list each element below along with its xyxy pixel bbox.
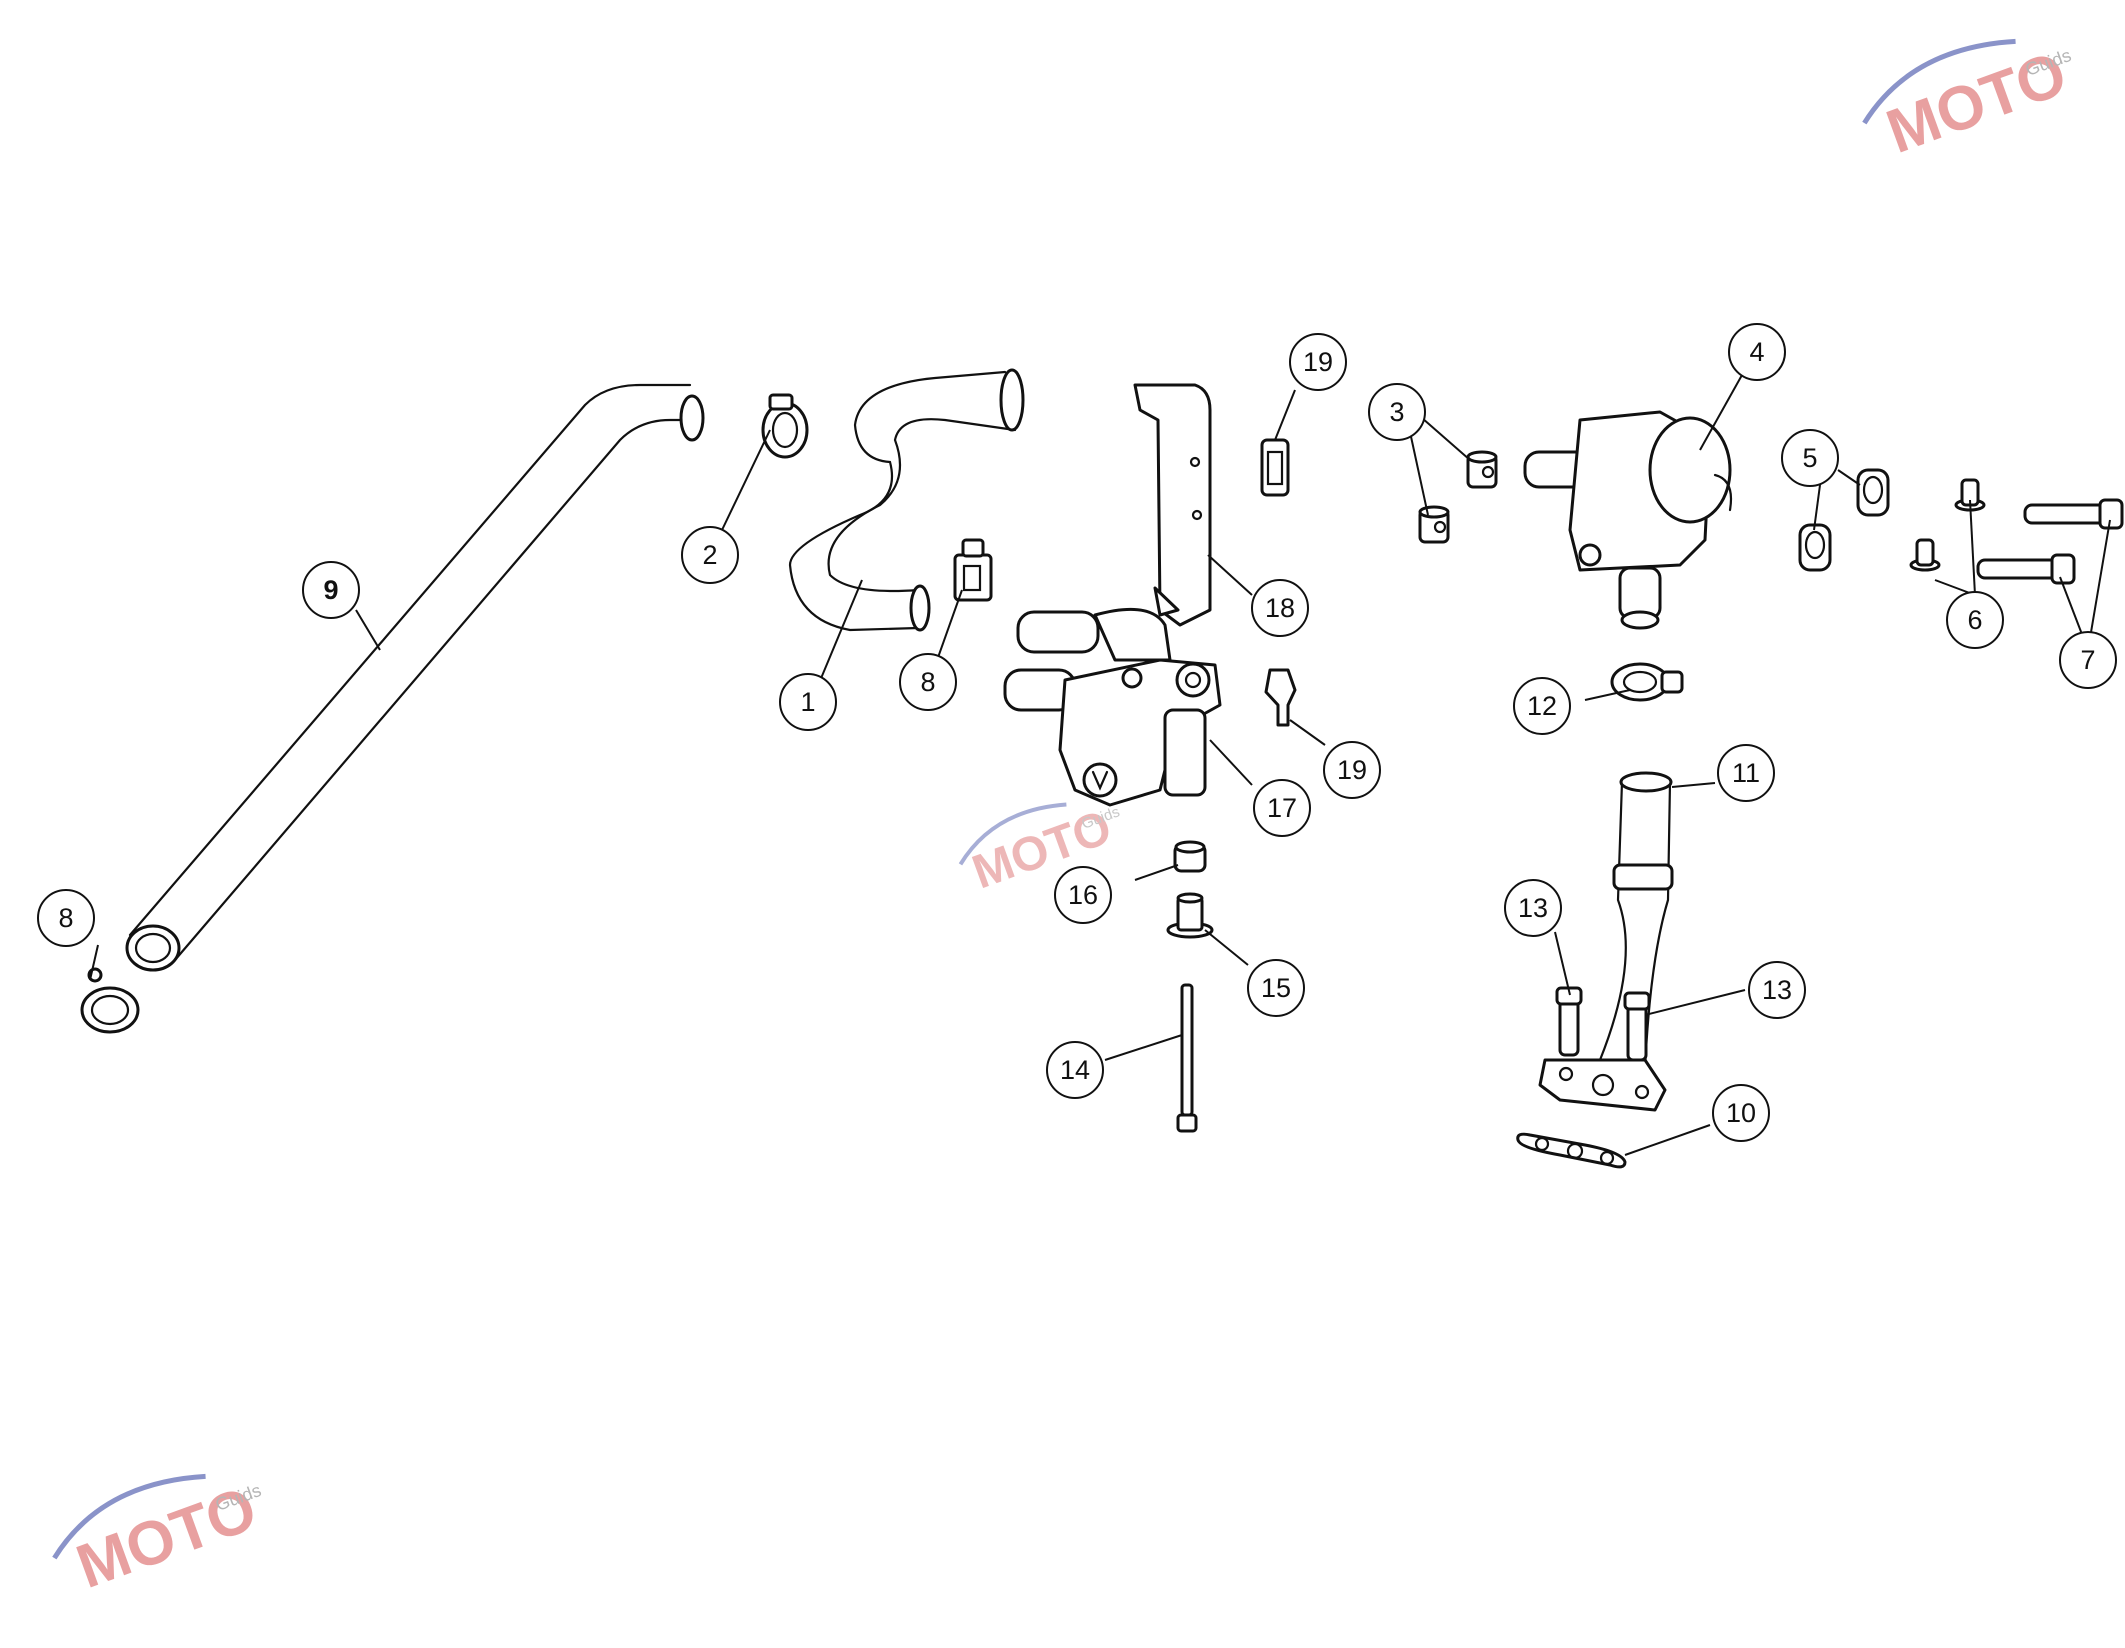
callout-18: 18: [1251, 579, 1309, 637]
part-6-nut-lower: [1909, 538, 1941, 572]
part-8-clip-upper: [953, 538, 993, 602]
callout-4: 4: [1728, 323, 1786, 381]
part-7-bolt-upper: [2023, 498, 2124, 530]
callout-9: 9: [302, 561, 360, 619]
part-13-bolt-left: [1555, 986, 1583, 1057]
part-15-bushing: [1166, 892, 1214, 939]
part-16-grommet: [1173, 840, 1207, 873]
svg-text:8: 8: [58, 903, 73, 933]
svg-text:11: 11: [1732, 758, 1760, 788]
svg-text:17: 17: [1267, 793, 1297, 823]
part-19-clip-upper: [1260, 438, 1290, 497]
svg-text:6: 6: [1967, 605, 1982, 635]
part-1-s-hose: [788, 368, 1025, 632]
part-2-hose-clamp: [761, 393, 809, 459]
callout-11: 11: [1717, 744, 1775, 802]
leader-lines: [89, 374, 2111, 1156]
callout-6: 6: [1946, 591, 2004, 649]
callout-13-left: 13: [1504, 879, 1562, 937]
part-9-long-hose: [125, 383, 705, 972]
callout-17: 17: [1253, 779, 1311, 837]
svg-text:12: 12: [1527, 691, 1557, 721]
svg-text:13: 13: [1518, 893, 1548, 923]
svg-text:19: 19: [1303, 347, 1333, 377]
part-18-bracket: [1133, 383, 1212, 627]
svg-text:16: 16: [1068, 880, 1098, 910]
part-11-coolant-pipe: [1538, 771, 1674, 1112]
part-3-nut-lower: [1418, 505, 1450, 544]
part-10-gasket: [1516, 1132, 1627, 1169]
part-3-nut-upper: [1466, 450, 1498, 489]
part-19-clip-lower: [1264, 668, 1297, 727]
part-14-long-bolt: [1176, 983, 1198, 1133]
svg-text:7: 7: [2080, 645, 2095, 675]
callout-1: 1: [779, 673, 837, 731]
callout-12: 12: [1513, 677, 1571, 735]
svg-text:9: 9: [323, 575, 338, 605]
svg-text:19: 19: [1337, 755, 1367, 785]
watermark-logo-top-right: MOTO Guids: [1862, 39, 2075, 167]
part-7-bolt-lower: [1976, 553, 2076, 585]
watermark-logo-bottom-left: MOTO Guids: [52, 1474, 265, 1602]
callout-8-upper: 8: [899, 653, 957, 711]
callout-19-lower: 19: [1323, 741, 1381, 799]
part-5-rubber-mount-lower: [1798, 523, 1832, 572]
svg-text:13: 13: [1762, 975, 1792, 1005]
svg-text:3: 3: [1389, 397, 1404, 427]
callout-5: 5: [1781, 429, 1839, 487]
svg-text:10: 10: [1726, 1098, 1756, 1128]
part-17-heater-valve: [1003, 607, 1222, 807]
callout-14: 14: [1046, 1041, 1104, 1099]
svg-text:8: 8: [920, 667, 935, 697]
svg-text:1: 1: [800, 687, 815, 717]
callout-16: 16: [1054, 866, 1112, 924]
callout-2: 2: [681, 526, 739, 584]
svg-text:2: 2: [702, 540, 717, 570]
part-8-hose-clamp-left: [80, 967, 140, 1034]
callout-15: 15: [1247, 959, 1305, 1017]
svg-text:5: 5: [1802, 443, 1817, 473]
part-5-rubber-mount-upper: [1856, 468, 1890, 517]
svg-text:18: 18: [1265, 593, 1295, 623]
callout-7: 7: [2059, 631, 2117, 689]
part-12-small-clamp: [1610, 662, 1684, 702]
callout-10: 10: [1712, 1084, 1770, 1142]
callout-13-right: 13: [1748, 961, 1806, 1019]
callout-19-upper: 19: [1289, 333, 1347, 391]
svg-text:14: 14: [1060, 1055, 1090, 1085]
callout-3: 3: [1368, 383, 1426, 441]
callout-8-left: 8: [37, 889, 95, 947]
part-4-water-pump: [1523, 410, 1733, 630]
part-13-bolt-right: [1623, 991, 1651, 1062]
svg-text:15: 15: [1261, 973, 1291, 1003]
svg-text:4: 4: [1749, 337, 1764, 367]
